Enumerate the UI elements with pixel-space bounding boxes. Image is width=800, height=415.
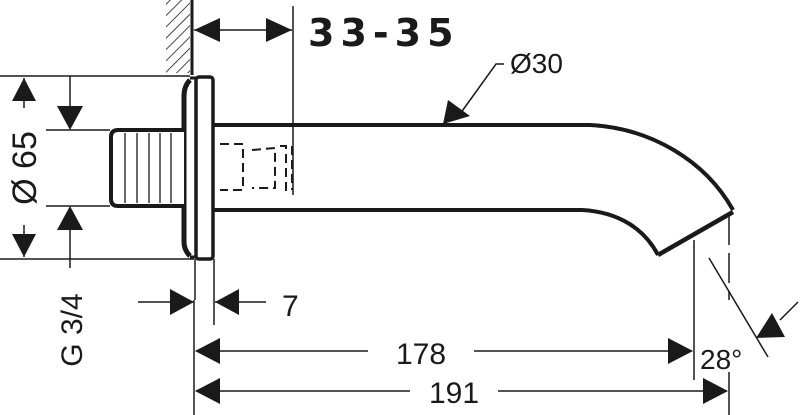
flange-thickness-dimension: 7 (138, 289, 299, 323)
projection-inner-label: 178 (396, 338, 446, 371)
wall (166, 0, 194, 75)
flange-diameter-label: Ø 65 (6, 131, 44, 205)
wall-depth-label: 33-35 (308, 11, 460, 55)
projection-extension-lines (193, 215, 730, 415)
outlet-angle-dimension: 28° (700, 257, 799, 375)
wall-flange (181, 75, 215, 325)
flange-diameter-dimension: Ø 65 (0, 75, 194, 260)
thread-connector (109, 128, 184, 208)
thread-size-label: G 3/4 (56, 293, 89, 366)
spout-diameter-label: Ø30 (510, 48, 563, 79)
outlet-angle-label: 28° (700, 344, 742, 375)
thread-size-dimension: G 3/4 (46, 76, 110, 367)
projection-total-dimension: 191 (195, 377, 728, 410)
projection-total-label: 191 (429, 377, 479, 410)
spout-diameter-leader (443, 63, 504, 124)
flange-thickness-label: 7 (282, 290, 299, 323)
projection-inner-dimension: 178 (195, 338, 693, 371)
spout-body (214, 123, 735, 257)
hidden-fitting (220, 143, 293, 191)
